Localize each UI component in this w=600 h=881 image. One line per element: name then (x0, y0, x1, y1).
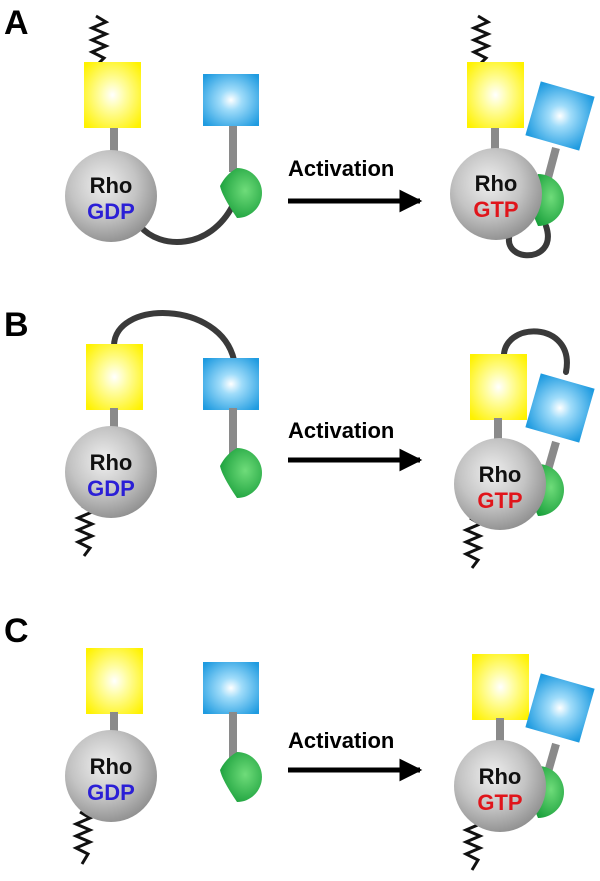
membrane-anchor (72, 810, 94, 865)
yellow-domain (84, 62, 141, 128)
rho-sphere (450, 148, 542, 240)
yellow-domain (467, 62, 524, 128)
rho-label: Rho (90, 450, 133, 475)
panel-c: C Rho GDP Activation Rho (4, 612, 595, 871)
rho-sphere (454, 740, 546, 832)
panel-c-inactive-complex: Rho GDP (65, 648, 262, 865)
rho-label: Rho (90, 173, 133, 198)
yellow-domain (86, 344, 143, 410)
panel-b-inactive-complex: Rho GDP (65, 310, 262, 557)
stalk (110, 408, 118, 444)
panel-c-label: C (4, 612, 29, 650)
blue-domain (203, 662, 259, 714)
gdp-label: GDP (87, 199, 135, 224)
stalk (544, 146, 560, 180)
yellow-domain (472, 654, 529, 720)
rho-label: Rho (479, 764, 522, 789)
activation-label: Activation (288, 418, 394, 443)
panel-a-inactive-complex: Rho GDP (65, 14, 262, 245)
panel-b: B Rho GDP Activation (4, 306, 595, 569)
panel-b-active-complex: Rho GTP (454, 328, 595, 569)
stalk (110, 126, 118, 168)
green-effector (220, 752, 262, 802)
stalk (544, 440, 560, 472)
linker (500, 328, 570, 375)
membrane-anchor (462, 816, 484, 871)
blue-domain (203, 358, 259, 410)
rho-label: Rho (475, 171, 518, 196)
panel-a-active-complex: Rho GTP (450, 14, 595, 259)
panel-b-label: B (4, 306, 29, 344)
green-effector (220, 168, 262, 218)
rho-sphere (65, 150, 157, 242)
activation-label: Activation (288, 728, 394, 753)
stalk (229, 122, 237, 172)
rho-sphere (65, 426, 157, 518)
linker (111, 310, 237, 363)
stalk (229, 408, 237, 454)
green-effector (220, 448, 262, 498)
gtp-label: GTP (473, 197, 518, 222)
blue-domain (525, 81, 595, 151)
rho-sphere (454, 438, 546, 530)
stalk (491, 126, 499, 168)
membrane-anchor (74, 504, 96, 557)
activation-label: Activation (288, 156, 394, 181)
membrane-anchor (470, 14, 492, 66)
gdp-label: GDP (87, 476, 135, 501)
membrane-anchor (88, 14, 110, 66)
yellow-domain (86, 648, 143, 714)
gtp-label: GTP (477, 790, 522, 815)
panel-a-label: A (4, 4, 29, 42)
stalk (544, 742, 560, 774)
rho-label: Rho (479, 462, 522, 487)
panel-a: A Rho GDP Activation (4, 4, 595, 259)
gtp-label: GTP (477, 488, 522, 513)
stalk (110, 712, 118, 748)
stalk (494, 418, 502, 448)
gdp-label: GDP (87, 780, 135, 805)
yellow-domain (470, 354, 527, 420)
membrane-anchor (462, 516, 484, 569)
blue-domain (525, 373, 595, 443)
blue-domain (203, 74, 259, 126)
rho-label: Rho (90, 754, 133, 779)
stalk (496, 718, 504, 748)
rho-sphere (65, 730, 157, 822)
blue-domain (525, 673, 595, 743)
panel-c-active-complex: Rho GTP (454, 654, 595, 871)
stalk (229, 712, 237, 758)
linker (137, 202, 236, 245)
